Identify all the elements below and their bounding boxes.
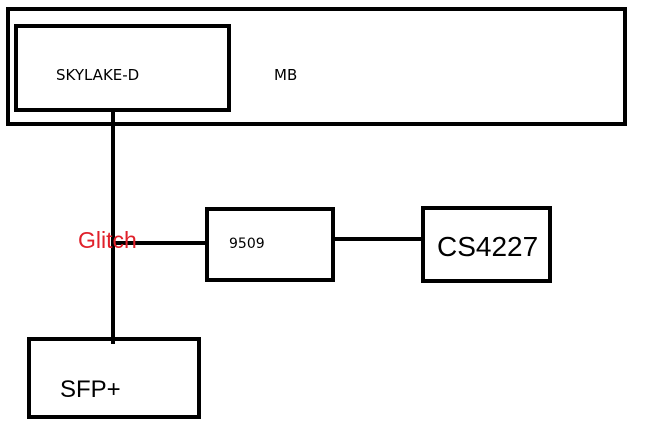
bus-to-9509-line — [115, 241, 207, 245]
9509-to-cs4227-line — [335, 237, 423, 241]
sfp-plus-box — [27, 337, 201, 419]
glitch-annotation: Glitch — [78, 227, 137, 253]
skylake-d-label: SKYLAKE-D — [56, 66, 140, 84]
mb-box — [6, 7, 627, 126]
cs4227-box — [421, 206, 552, 283]
chip-9509-label: 9509 — [229, 236, 265, 252]
skylake-d-box — [14, 24, 231, 112]
chip-9509-box — [205, 207, 335, 282]
cs4227-label: CS4227 — [437, 231, 539, 262]
sfp-plus-label: SFP+ — [60, 376, 121, 403]
cpu-to-sfp-line — [111, 112, 115, 344]
mb-label: MB — [274, 66, 298, 84]
